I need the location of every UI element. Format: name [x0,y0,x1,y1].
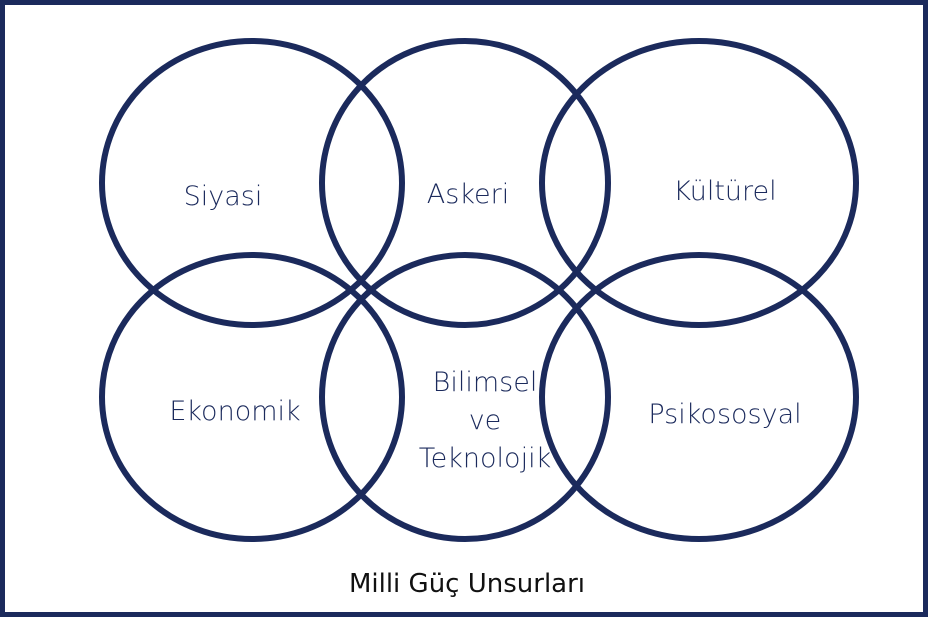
ring-4 [99,252,405,542]
ring-label-line: Siyasi [184,181,263,212]
ring-label-6: Psikososyal [648,399,801,430]
ring-label-3: Kültürel [673,176,776,207]
ring-label-2: Askeri [427,179,509,210]
ring-6 [539,252,859,542]
ring-label-line: Psikososyal [648,399,801,430]
rings-group [99,38,859,542]
ring-label-line: ve [469,405,502,436]
ring-1 [99,38,405,328]
ring-label-line: Ekonomik [169,396,300,427]
ring-label-4: Ekonomik [169,396,300,427]
ring-label-line: Bilimsel [433,367,538,398]
ring-2 [319,38,611,328]
ring-label-line: Askeri [427,179,509,210]
ring-3 [539,38,859,328]
diagram-caption: Milli Güç Unsurları [349,569,585,599]
ring-label-line: Kültürel [673,176,776,207]
ring-label-line: Teknolojik [419,443,551,474]
ring-label-1: Siyasi [184,181,263,212]
ring-5 [319,252,611,542]
